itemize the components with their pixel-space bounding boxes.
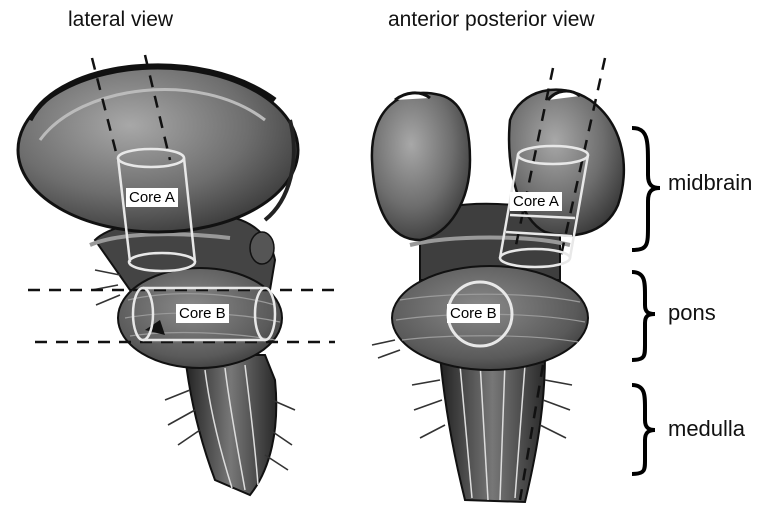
lateral-core-b-label: Core B (176, 304, 229, 323)
lateral-medulla (185, 355, 276, 495)
ap-medulla (440, 355, 545, 502)
lateral-brainstem (18, 55, 335, 495)
midbrain-brace (632, 128, 660, 250)
ap-brainstem (372, 58, 624, 502)
lateral-view-title: lateral view (68, 8, 173, 32)
pons-brace (632, 272, 655, 360)
pons-label: pons (668, 300, 716, 326)
region-braces (632, 128, 660, 474)
ap-core-a-label: Core A (510, 192, 562, 211)
medulla-label: medulla (668, 416, 745, 442)
lateral-core-a-label: Core A (126, 188, 178, 207)
anterior-posterior-view-title: anterior posterior view (388, 8, 595, 32)
medulla-brace (632, 385, 655, 474)
ap-core-b-label: Core B (447, 304, 500, 323)
midbrain-label: midbrain (668, 170, 752, 196)
